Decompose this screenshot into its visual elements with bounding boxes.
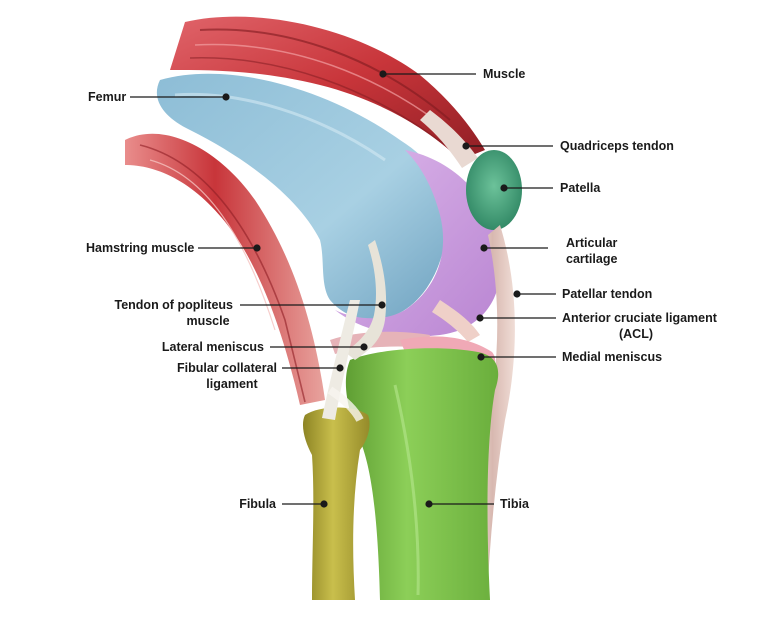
patella-bone [466,150,522,230]
label-tibia: Tibia [500,497,530,511]
label-articular-cartilage-line1: Articular [566,236,618,250]
articular-cartilage [335,150,501,337]
quadriceps-muscle [170,16,485,160]
label-medial-meniscus: Medial meniscus [562,350,662,364]
tibia-bone [345,348,499,600]
label-fibular-collateral-line2: ligament [206,377,258,391]
popliteus-tendon [345,240,387,360]
fibula-bone [302,407,370,600]
acl-ligament [432,300,480,342]
quadriceps-tendon [420,110,478,168]
label-articular-cartilage-line2: cartilage [566,252,617,266]
label-patellar-tendon: Patellar tendon [562,287,652,301]
leaders [130,70,556,508]
label-quadriceps-tendon: Quadriceps tendon [560,139,674,153]
label-popliteus-line1: Tendon of popliteus [115,298,234,312]
label-hamstring-muscle: Hamstring muscle [86,241,194,255]
label-muscle: Muscle [483,67,525,81]
label-fibular-collateral-line1: Fibular collateral [177,361,277,375]
label-lateral-meniscus: Lateral meniscus [162,340,264,354]
label-patella: Patella [560,181,601,195]
hamstring-muscle [125,133,325,405]
label-fibula: Fibula [239,497,277,511]
label-acl-line2: (ACL) [619,327,653,341]
label-popliteus-line2: muscle [186,314,229,328]
label-acl-line1: Anterior cruciate ligament [562,311,718,325]
label-femur: Femur [88,90,126,104]
